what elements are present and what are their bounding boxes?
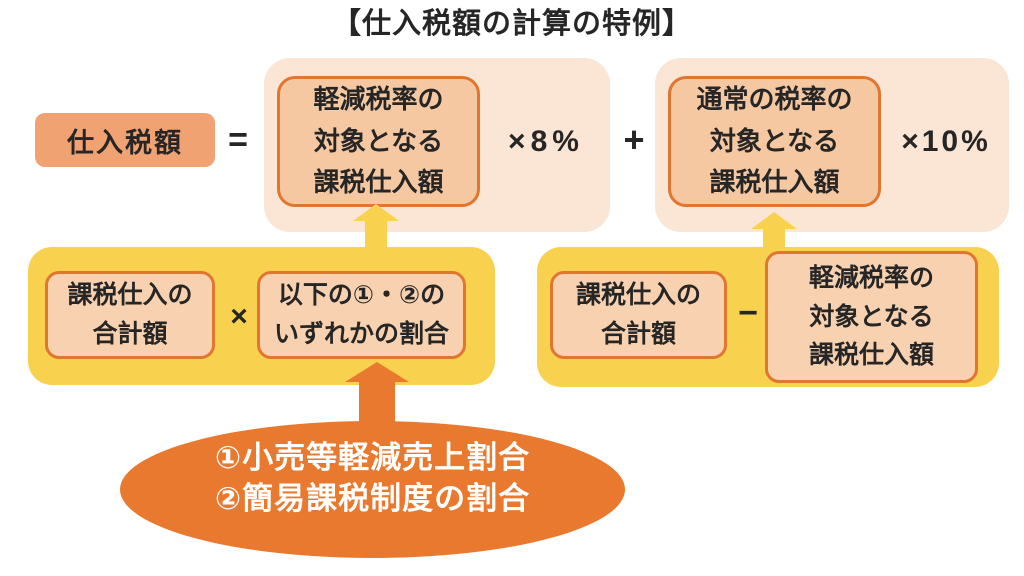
reduced-rate-base-line: 対象となる bbox=[313, 125, 444, 156]
ratio-choice-line: いずれかの割合 bbox=[273, 320, 449, 348]
arrow-head bbox=[751, 212, 797, 229]
arrow-head bbox=[345, 362, 409, 382]
reduced-rate-base-box: 軽減税率の 対象となる 課税仕入額 bbox=[765, 251, 978, 383]
up-arrow-icon bbox=[751, 212, 797, 250]
normal-rate-group: 通常の税率の 対象となる 課税仕入額 ×10% bbox=[655, 58, 1009, 232]
taxable-purchase-total-line: 課税仕入の bbox=[67, 281, 193, 310]
reduced-rate-base-box: 軽減税率の 対象となる 課税仕入額 bbox=[277, 76, 480, 207]
arrow-stem bbox=[359, 382, 395, 424]
taxable-purchase-total-line: 課税仕入の bbox=[575, 281, 701, 310]
reduced-rate-percentage: ×8% bbox=[508, 125, 584, 158]
taxable-purchase-total-box: 課税仕入の 合計額 bbox=[550, 271, 727, 359]
ratio-option-2: ②簡易課税制度の割合 bbox=[214, 480, 531, 516]
ratio-choice-box: 以下の①・②の いずれかの割合 bbox=[257, 271, 466, 359]
arrow-stem bbox=[365, 221, 387, 250]
normal-rate-base-line: 課税仕入額 bbox=[709, 167, 840, 198]
normal-rate-base-line: 通常の税率の bbox=[696, 84, 853, 115]
reduced-rate-base-line: 課税仕入額 bbox=[313, 167, 444, 198]
taxable-purchase-total-line: 合計額 bbox=[92, 320, 168, 348]
diagram-title: 【仕入税額の計算の特例】 bbox=[331, 8, 692, 40]
reduced-rate-base-line: 軽減税率の bbox=[313, 84, 444, 115]
ratio-options-ellipse: ①小売等軽減売上割合 ②簡易課税制度の割合 bbox=[120, 421, 625, 558]
taxable-purchase-total-line: 合計額 bbox=[600, 320, 676, 348]
equals-sign: = bbox=[228, 121, 248, 159]
arrow-head bbox=[353, 204, 399, 221]
up-arrow-icon bbox=[353, 204, 399, 250]
reduced-method-group: 課税仕入の 合計額 × 以下の①・②の いずれかの割合 bbox=[28, 247, 495, 385]
arrow-stem bbox=[763, 229, 785, 250]
reduced-rate-group: 軽減税率の 対象となる 課税仕入額 ×8% bbox=[264, 58, 610, 232]
purchase-tax-amount-box: 仕入税額 bbox=[35, 113, 215, 167]
ratio-choice-line: 以下の①・②の bbox=[277, 281, 446, 310]
up-arrow-icon bbox=[345, 362, 409, 424]
plus-sign: + bbox=[623, 119, 645, 160]
ratio-option-1: ①小売等軽減売上割合 bbox=[214, 440, 531, 476]
normal-rate-base-line: 対象となる bbox=[709, 125, 840, 156]
normal-method-group: 課税仕入の 合計額 − 軽減税率の 対象となる 課税仕入額 bbox=[537, 247, 999, 387]
taxable-purchase-total-box: 課税仕入の 合計額 bbox=[45, 271, 215, 359]
reduced-rate-base-line: 軽減税率の bbox=[808, 263, 934, 292]
normal-rate-percentage: ×10% bbox=[901, 125, 991, 158]
reduced-rate-base-line: 課税仕入額 bbox=[808, 341, 934, 370]
normal-rate-base-box: 通常の税率の 対象となる 課税仕入額 bbox=[668, 76, 881, 207]
times-sign: × bbox=[230, 300, 248, 333]
reduced-rate-base-line: 対象となる bbox=[809, 302, 934, 331]
minus-sign: − bbox=[738, 294, 758, 332]
